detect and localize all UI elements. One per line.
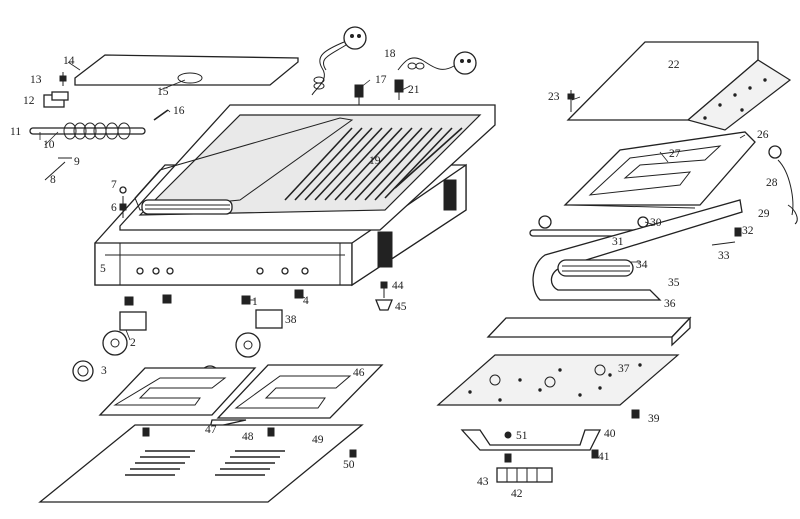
handle-grip-34 xyxy=(557,259,634,277)
cord-plug-21 xyxy=(394,79,404,100)
label-28: 28 xyxy=(766,177,778,189)
label-5: 5 xyxy=(100,263,106,275)
label-12: 12 xyxy=(23,95,35,107)
label-15: 15 xyxy=(157,86,169,98)
label-44: 44 xyxy=(392,280,404,292)
power-cord-right xyxy=(397,51,477,75)
label-32: 32 xyxy=(742,225,754,237)
label-31: 31 xyxy=(612,236,624,248)
label-27: 27 xyxy=(669,148,681,160)
label-51: 51 xyxy=(516,430,528,442)
label-40: 40 xyxy=(604,428,616,440)
label-1: 1 xyxy=(252,296,258,308)
screw-32-33 xyxy=(711,227,742,246)
leader-lines xyxy=(39,61,746,341)
bottom-vents-right xyxy=(215,450,285,476)
pin-16 xyxy=(153,109,169,121)
grill-plate-frame xyxy=(119,104,496,231)
label-17: 17 xyxy=(375,74,387,86)
label-42: 42 xyxy=(511,488,523,500)
label-22: 22 xyxy=(668,59,680,71)
label-47: 47 xyxy=(205,424,217,436)
label-36: 36 xyxy=(664,298,676,310)
label-29: 29 xyxy=(758,208,770,220)
label-37: 37 xyxy=(618,363,630,375)
label-13: 13 xyxy=(30,74,42,86)
heater-plate-37 xyxy=(436,354,680,406)
label-8: 8 xyxy=(50,174,56,186)
thermostat-2 xyxy=(102,311,147,356)
bottom-plate xyxy=(38,424,364,503)
label-45: 45 xyxy=(395,301,407,313)
cover-36 xyxy=(486,316,692,347)
bottom-vents-left xyxy=(125,450,195,476)
label-43: 43 xyxy=(477,476,489,488)
label-30: 30 xyxy=(650,217,662,229)
part-labels: 1 2 3 4 5 6 7 8 9 10 11 12 13 14 15 16 1… xyxy=(10,48,778,500)
ribbed-grill-plate xyxy=(284,127,463,201)
label-16: 16 xyxy=(173,105,185,117)
label-33: 33 xyxy=(718,250,730,262)
clip-29 xyxy=(787,204,798,225)
label-7: 7 xyxy=(111,179,117,191)
screw-41 xyxy=(591,449,599,459)
heating-rod-assembly xyxy=(29,122,146,140)
label-18: 18 xyxy=(384,48,396,60)
label-41: 41 xyxy=(598,451,610,463)
top-lid-22 xyxy=(566,41,792,131)
screw-39 xyxy=(631,409,640,419)
screw-44-45 xyxy=(375,281,393,311)
heating-element-tray-46 xyxy=(216,364,384,419)
handle-frame-35 xyxy=(532,199,743,301)
label-3: 3 xyxy=(101,365,107,377)
mounting-bracket-40 xyxy=(460,429,602,451)
label-48: 48 xyxy=(242,431,254,443)
knob-3 xyxy=(72,360,94,382)
label-38: 38 xyxy=(285,314,297,326)
label-35: 35 xyxy=(668,277,680,289)
terminal-block-42-43 xyxy=(496,453,553,483)
cord-plug-17 xyxy=(354,84,364,105)
upper-heater-frame-26 xyxy=(563,131,756,209)
label-2: 2 xyxy=(130,337,136,349)
screw-8 xyxy=(44,157,72,181)
sensor-28 xyxy=(768,145,794,216)
power-cord-left xyxy=(311,26,367,96)
label-14: 14 xyxy=(63,55,75,67)
label-21: 21 xyxy=(408,84,420,96)
label-49: 49 xyxy=(312,434,324,446)
heating-element-tray-47 xyxy=(98,367,257,429)
top-cover-plate xyxy=(74,54,299,86)
label-9: 9 xyxy=(74,156,80,168)
label-23: 23 xyxy=(548,91,560,103)
thermostat-block xyxy=(43,91,69,108)
screw-23 xyxy=(567,90,575,112)
screw-13 xyxy=(59,72,67,86)
nut-51 xyxy=(504,431,512,439)
feet-screws xyxy=(124,289,304,306)
label-39: 39 xyxy=(648,413,660,425)
label-34: 34 xyxy=(636,259,648,271)
label-50: 50 xyxy=(343,459,355,471)
label-19: 19 xyxy=(369,155,381,167)
label-46: 46 xyxy=(353,367,365,379)
label-11: 11 xyxy=(10,126,21,138)
label-10: 10 xyxy=(43,139,55,151)
thermostat-38 xyxy=(235,309,283,358)
label-6: 6 xyxy=(111,202,117,214)
label-26: 26 xyxy=(757,129,769,141)
label-4: 4 xyxy=(303,295,309,307)
screw-6-7 xyxy=(119,186,127,218)
